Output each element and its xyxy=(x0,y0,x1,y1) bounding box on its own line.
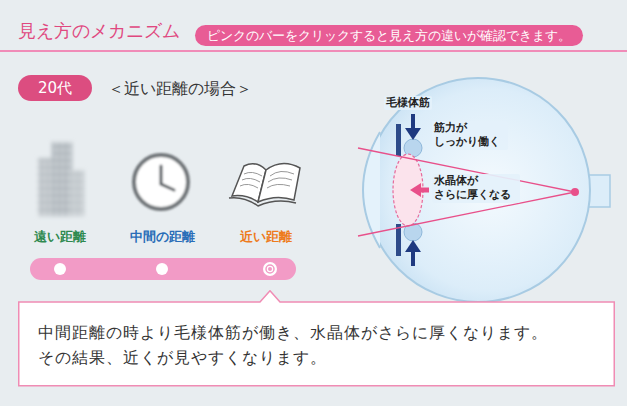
lens xyxy=(393,154,423,226)
slider-dot-ring xyxy=(266,265,274,273)
page-title: 見え方のメカニズム xyxy=(18,20,180,42)
iris xyxy=(396,124,401,156)
slider-dot xyxy=(54,263,66,275)
building-icon xyxy=(38,142,84,216)
callout-box: 中間距離の時より毛様体筋が働き、水晶体がさらに厚くなります。 その結果、近くが見… xyxy=(18,290,615,387)
slider-dot-selected xyxy=(263,262,277,276)
node-text: ピンクのバーをクリックすると見え方の違いが確認できます。 xyxy=(207,27,571,44)
hint-pill: ピンクのバーをクリックすると見え方の違いが確認できます。 xyxy=(195,25,583,46)
clock-face xyxy=(134,155,188,209)
thicken-arrowhead xyxy=(410,183,421,197)
part-name: 毛様体筋 xyxy=(384,96,432,110)
book-icon xyxy=(229,163,300,206)
scene-heading: ＜近い距離の場合＞ xyxy=(108,79,252,100)
annotation: 水晶体が さらに厚くなる xyxy=(432,174,520,203)
slider-dot-core xyxy=(268,267,272,271)
force-arrow xyxy=(411,250,415,266)
distance-label: 遠い距離 xyxy=(34,229,86,246)
building xyxy=(52,142,72,216)
distance-label: 中間の距離 xyxy=(130,229,195,246)
force-arrowhead xyxy=(405,128,421,140)
clock-hands xyxy=(161,166,174,190)
distance-label: 近い距離 xyxy=(240,229,292,246)
building xyxy=(70,170,84,216)
callout-border xyxy=(19,291,615,386)
focal-point xyxy=(571,188,579,196)
building-windows xyxy=(38,158,54,216)
building-windows xyxy=(70,170,84,216)
clock-icon xyxy=(134,155,188,209)
slider-dot xyxy=(156,263,168,275)
header-rule xyxy=(0,50,627,52)
eye-illustration xyxy=(358,78,610,302)
building xyxy=(38,158,54,216)
book-cover xyxy=(229,198,296,206)
node-text: 中間距離の時より毛様体筋が働き、水晶体がさらに厚くなります。 その結果、近くが見… xyxy=(38,321,566,371)
age-pill: 20代 xyxy=(18,75,92,101)
force-arrowhead xyxy=(405,240,421,252)
book-page xyxy=(258,163,300,202)
distance-slider xyxy=(30,258,296,280)
annotation: 筋力が しっかり働く xyxy=(432,121,508,150)
node-text: 20代 xyxy=(38,78,72,98)
book-lines xyxy=(240,171,294,188)
eyeball xyxy=(366,78,590,302)
force-arrow xyxy=(411,114,415,130)
building-windows xyxy=(52,142,72,216)
